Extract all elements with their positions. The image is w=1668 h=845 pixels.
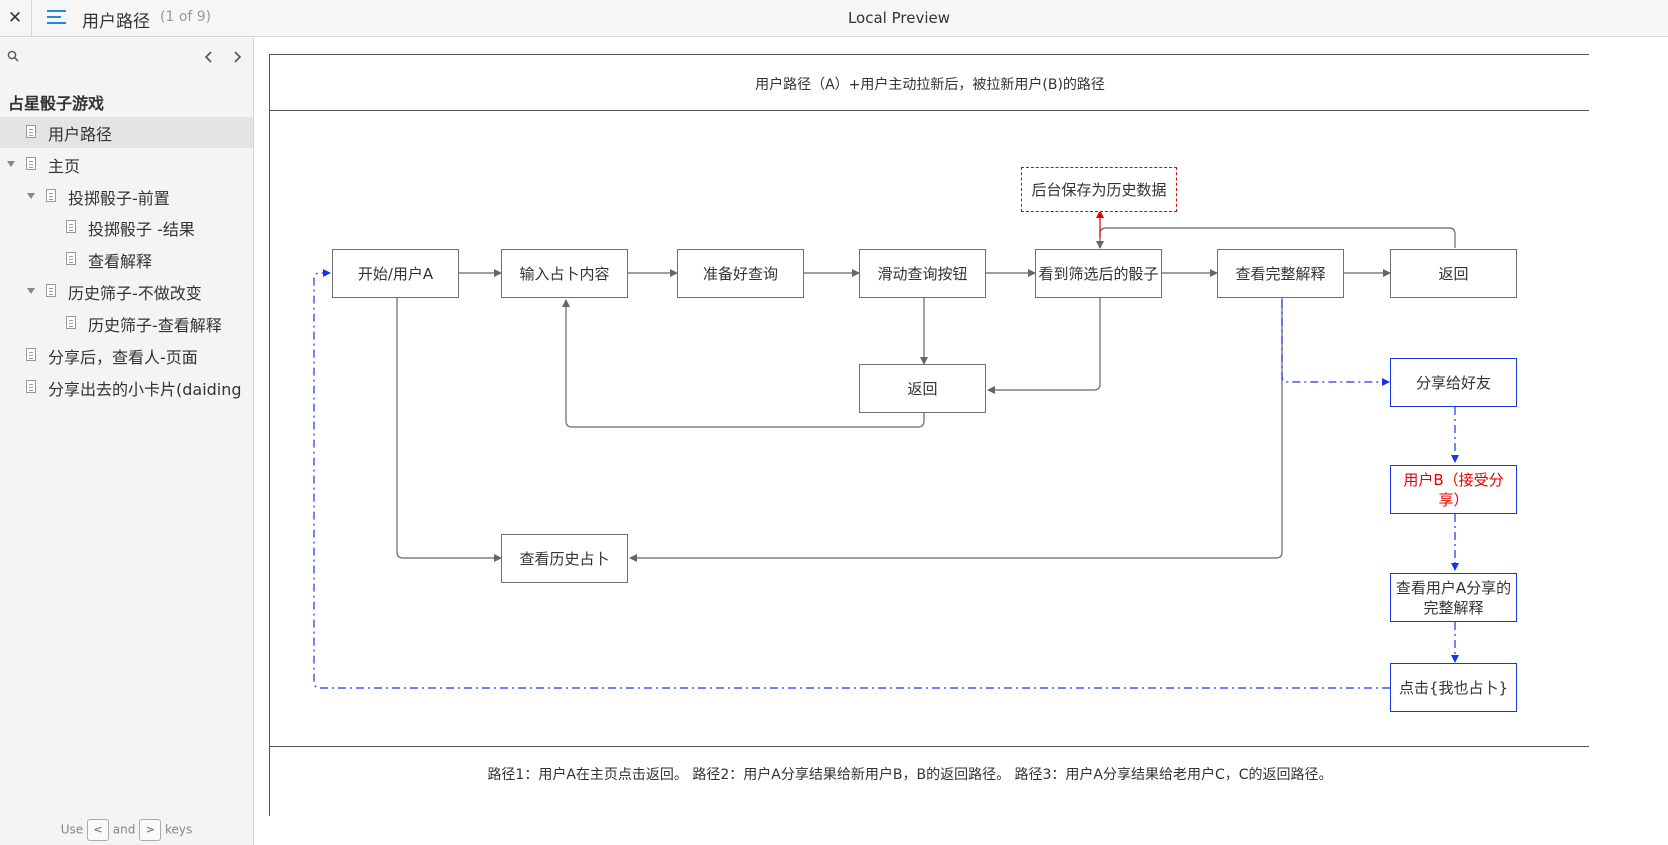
sidebar-item-roll-result[interactable]: 投掷骰子 -结果 xyxy=(0,212,253,243)
hint-use: Use xyxy=(60,822,84,837)
sidebar-item-home[interactable]: 主页 xyxy=(0,149,253,180)
sidebar-item-roll-pre[interactable]: 投掷骰子-前置 xyxy=(0,181,253,212)
page-icon xyxy=(26,125,36,138)
sidebar-item-label: 历史筛子-查看解释 xyxy=(88,316,222,335)
sidebar-item-history-explain[interactable]: 历史筛子-查看解释 xyxy=(0,308,253,339)
node-start: 开始/用户A xyxy=(332,249,459,298)
page-icon xyxy=(66,316,76,329)
sidebar-item-label: 历史筛子-不做改变 xyxy=(68,284,202,303)
caret-down-icon[interactable] xyxy=(7,161,15,167)
key-prev: < xyxy=(86,819,109,841)
menu-icon[interactable] xyxy=(47,9,66,27)
chevron-right-icon[interactable] xyxy=(230,49,244,65)
chevron-left-icon[interactable] xyxy=(202,49,216,65)
diagram-header: 用户路径（A）+用户主动拉新后，被拉新用户(B)的路径 xyxy=(269,54,1589,111)
frame-left-border xyxy=(269,110,270,747)
sidebar-item-label: 投掷骰子-前置 xyxy=(68,189,170,208)
node-user-b: 用户B（接受分享） xyxy=(1390,465,1517,514)
divider xyxy=(31,0,32,37)
sidebar-item-history[interactable]: 历史筛子-不做改变 xyxy=(0,276,253,307)
preview-canvas: 用户路径（A）+用户主动拉新后，被拉新用户(B)的路径 路径1：用户A在主页点击… xyxy=(254,38,1668,845)
page-icon xyxy=(26,348,36,361)
node-history: 查看历史占卜 xyxy=(501,534,628,583)
node-save-history: 后台保存为历史数据 xyxy=(1021,167,1177,212)
page-icon xyxy=(66,252,76,265)
node-full-explain: 查看完整解释 xyxy=(1217,249,1344,298)
caret-down-icon[interactable] xyxy=(27,288,35,294)
node-share: 分享给好友 xyxy=(1390,358,1517,407)
page-icon xyxy=(66,220,76,233)
page-icon xyxy=(26,157,36,170)
page-icon xyxy=(26,380,36,393)
app-title: Local Preview xyxy=(847,9,951,27)
title-bar: ✕ 用户路径 (1 of 9) Local Preview xyxy=(0,0,1668,37)
node-back-mid: 返回 xyxy=(859,364,986,413)
caret-down-icon[interactable] xyxy=(27,193,35,199)
close-icon[interactable]: ✕ xyxy=(7,8,23,28)
node-see-dice: 看到筛选后的骰子 xyxy=(1035,249,1162,298)
diagram-footer-text: 路径1：用户A在主页点击返回。 路径2：用户A分享结果给新用户B，B的返回路径。… xyxy=(487,767,1333,783)
search-icon[interactable] xyxy=(7,50,19,62)
hint-keys: keys xyxy=(165,822,193,837)
node-click-me-too: 点击{我也占卜} xyxy=(1390,663,1517,712)
page-count: (1 of 9) xyxy=(160,9,212,25)
sidebar-item-label: 分享后，查看人-页面 xyxy=(48,348,198,367)
project-title: 占星骰子游戏 xyxy=(8,94,105,113)
sidebar-item-view-explain[interactable]: 查看解释 xyxy=(0,244,253,275)
flow-connectors xyxy=(313,210,1459,689)
key-next: > xyxy=(139,819,162,841)
sidebar-item-label: 主页 xyxy=(48,157,81,176)
sidebar-item-label: 分享出去的小卡片(daiding xyxy=(48,380,242,399)
page-icon xyxy=(46,284,56,297)
keyboard-hint: Use < and > keys xyxy=(0,819,253,841)
sidebar-item-label: 投掷骰子 -结果 xyxy=(88,220,195,239)
page-icon xyxy=(46,189,56,202)
sidebar-item-share-viewer[interactable]: 分享后，查看人-页面 xyxy=(0,340,253,371)
node-view-a-share: 查看用户A分享的完整解释 xyxy=(1390,573,1517,622)
sidebar-item-user-path[interactable]: 用户路径 xyxy=(0,117,253,148)
diagram-header-text: 用户路径（A）+用户主动拉新后，被拉新用户(B)的路径 xyxy=(755,77,1105,93)
sidebar-item-share-card[interactable]: 分享出去的小卡片(daiding xyxy=(0,372,253,403)
node-back-right: 返回 xyxy=(1390,249,1517,298)
sidebar-item-label: 查看解释 xyxy=(88,252,153,271)
hint-and: and xyxy=(112,822,136,837)
node-slide: 滑动查询按钮 xyxy=(859,249,986,298)
node-input: 输入占卜内容 xyxy=(501,249,628,298)
node-ready: 准备好查询 xyxy=(677,249,804,298)
sidebar-item-label: 用户路径 xyxy=(48,125,113,144)
diagram-footer: 路径1：用户A在主页点击返回。 路径2：用户A分享结果给新用户B，B的返回路径。… xyxy=(269,746,1589,816)
page-title: 用户路径 xyxy=(82,12,150,32)
sidebar: 占星骰子游戏 用户路径 主页 投掷骰子-前置 投掷骰子 -结果 查看解释 历史筛… xyxy=(0,38,254,845)
